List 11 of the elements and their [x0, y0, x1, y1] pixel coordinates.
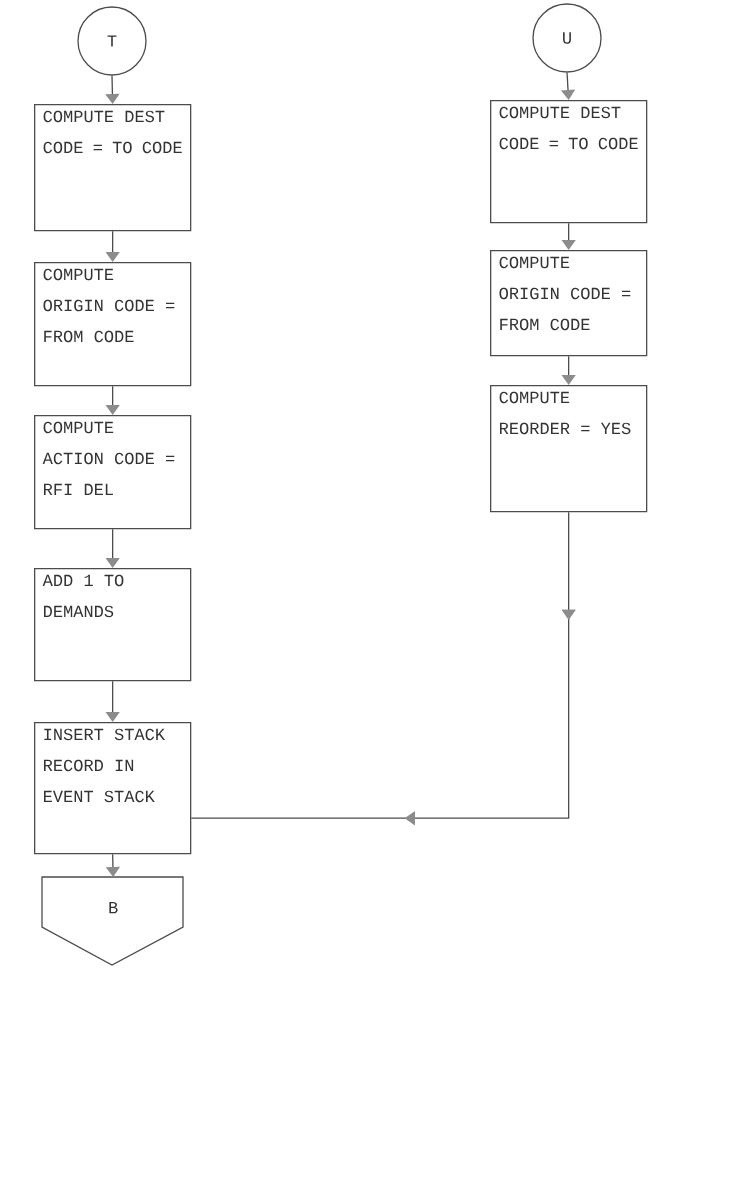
process-box: COMPUTE ORIGIN CODE = FROM CODE [490, 250, 648, 357]
process-box: COMPUTE DEST CODE = TO CODE [34, 104, 192, 232]
arrow [190, 511, 576, 826]
off-page-connector: B [41, 876, 184, 966]
process-box: COMPUTE DEST CODE = TO CODE [490, 100, 648, 224]
process-box: COMPUTE REORDER = YES [490, 385, 648, 513]
arrow [105, 75, 120, 104]
process-box: COMPUTE ORIGIN CODE = FROM CODE [34, 262, 192, 387]
process-box: ADD 1 TO DEMANDS [34, 568, 192, 682]
process-box: COMPUTE ACTION CODE = RFI DEL [34, 415, 192, 530]
process-box: INSERT STACK RECORD IN EVENT STACK [34, 722, 192, 855]
